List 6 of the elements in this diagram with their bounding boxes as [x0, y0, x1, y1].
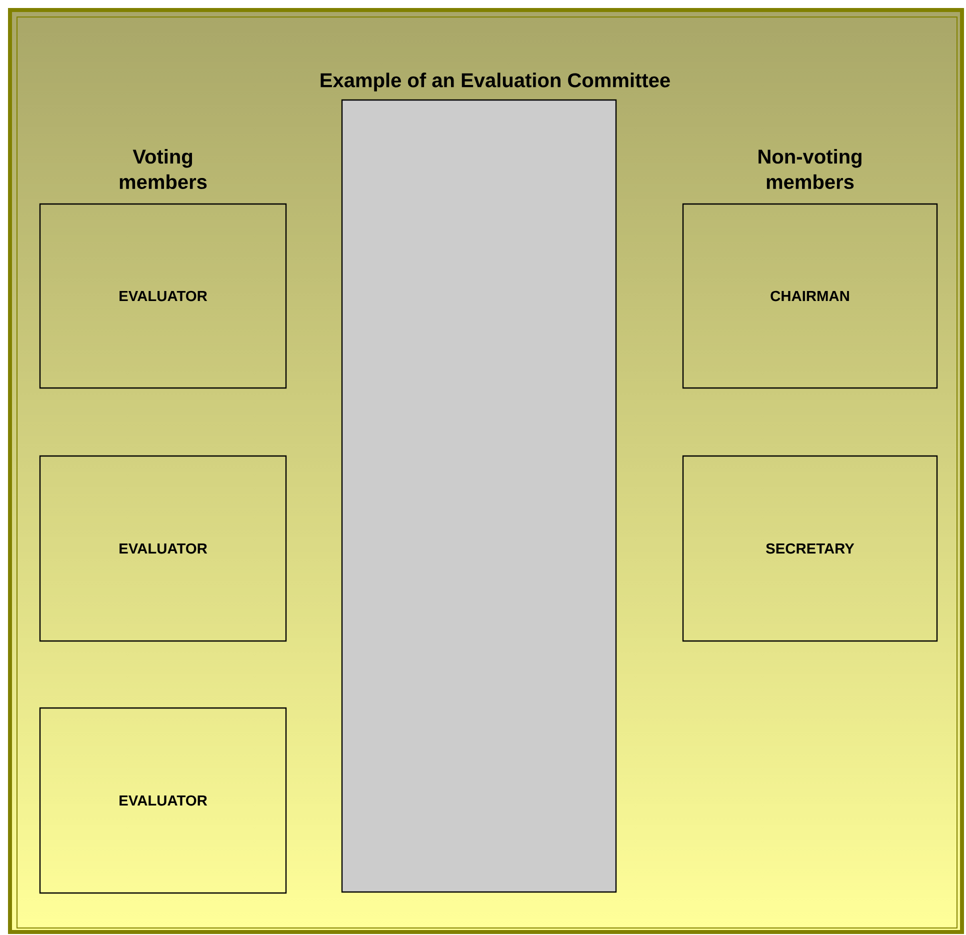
member-box: EVALUATOR [39, 455, 287, 642]
member-box: EVALUATOR [39, 203, 287, 389]
member-box: CHAIRMAN [682, 203, 938, 389]
member-box: EVALUATOR [39, 707, 287, 894]
blank-panel [341, 99, 617, 893]
member-box: SECRETARY [682, 455, 938, 642]
